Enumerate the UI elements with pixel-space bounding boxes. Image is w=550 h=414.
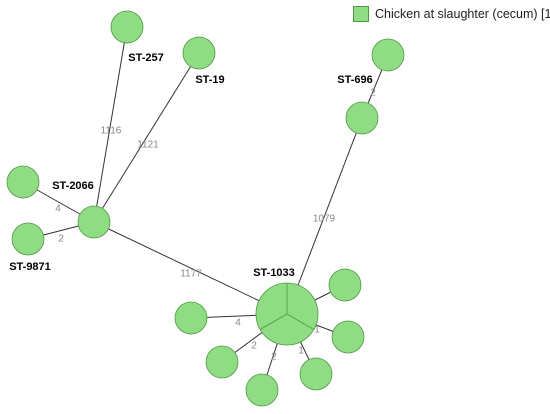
edge-distance-label: 2 [58,234,64,245]
edge-distance-label: 1079 [313,214,336,225]
legend-label: Chicken at slaughter (cecum) [16] [375,7,550,21]
node-slice-divider [286,313,315,330]
legend-swatch [353,6,369,22]
edge-distance-label: 1 [298,346,304,357]
node-st19[interactable] [182,36,216,70]
node-n1033a[interactable] [328,268,362,302]
edge-st1033-st696b [286,117,363,315]
edge-distance-label: 1116 [101,126,122,137]
legend: Chicken at slaughter (cecum) [16] [353,6,550,22]
node-st696b[interactable] [345,101,379,135]
node-label-st9871: ST-9871 [9,261,51,273]
node-n1033c[interactable] [299,357,333,391]
edge-distance-label: 1 [314,325,320,336]
edge-distance-label: 1121 [137,140,159,151]
node-label-st19: ST-19 [195,74,224,86]
node-slice-divider [259,313,288,330]
node-label-st2066: ST-2066 [52,180,94,192]
node-label-st696: ST-696 [337,74,372,86]
nodes-layer [6,10,405,407]
edge-distance-label: 1177 [180,269,202,280]
node-n1033b[interactable] [331,320,365,354]
node-n1033e[interactable] [205,345,239,379]
node-n1033f[interactable] [174,301,208,335]
node-st696[interactable] [371,38,405,72]
edge-st2066-st257 [93,26,128,223]
edge-distance-label: 2 [370,88,376,99]
node-n2066a[interactable] [6,165,40,199]
node-st2066[interactable] [77,205,111,239]
edge-st2066-st1033 [93,221,288,315]
node-st9871[interactable] [11,222,45,256]
node-st257[interactable] [110,10,144,44]
node-label-st257: ST-257 [128,52,163,64]
edge-distance-label: 2 [271,352,277,363]
edge-st2066-st19 [93,52,200,223]
edge-distance-label: 4 [235,318,241,329]
edge-distance-label: 2 [251,341,257,352]
node-label-st1033: ST-1033 [253,267,295,279]
edge-distance-label: 4 [55,204,61,215]
node-st1033[interactable] [255,282,319,346]
node-n1033d[interactable] [245,373,279,407]
